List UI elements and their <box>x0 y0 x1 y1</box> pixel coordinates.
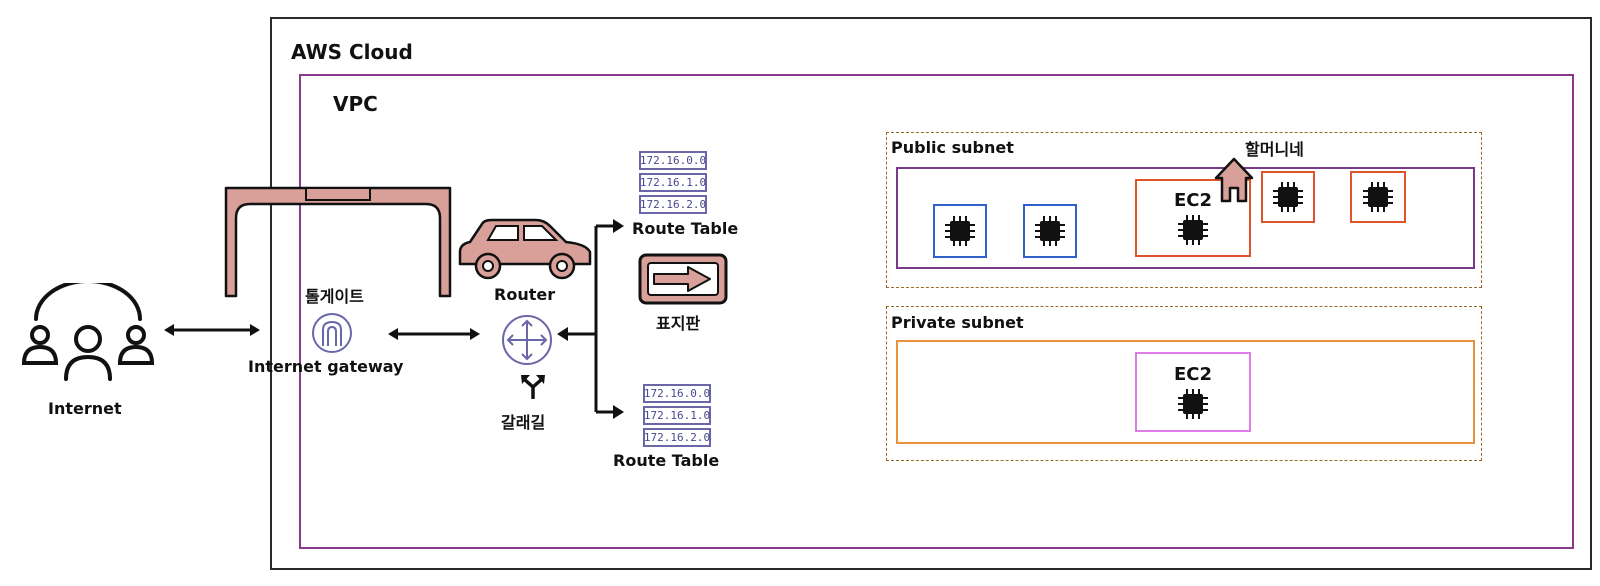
internet-gateway-label: Internet gateway <box>248 357 404 376</box>
route-table-entry: 172.16.2.0 <box>643 428 711 447</box>
ec2-label: EC2 <box>1173 189 1213 211</box>
internet-gateway-link-arrow <box>164 324 260 336</box>
route-table-entry: 172.16.1.0 <box>639 173 707 192</box>
ec2-label: EC2 <box>1173 363 1213 385</box>
ec2-instance-private[interactable]: EC2 <box>1135 352 1251 432</box>
instance-orange[interactable] <box>1261 171 1315 223</box>
router-icon <box>502 315 552 365</box>
chip-icon <box>1273 182 1303 212</box>
house-icon <box>1214 157 1254 203</box>
chip-icon <box>1178 388 1208 419</box>
toll-gate-label: 톨게이트 <box>305 287 364 306</box>
router-label: Router <box>494 285 556 304</box>
public-subnet-boundary <box>886 132 1482 288</box>
public-subnet-group <box>896 167 1475 269</box>
instance-orange[interactable] <box>1350 171 1406 223</box>
signpost-label: 표지판 <box>656 314 701 333</box>
internet-label: Internet <box>48 399 122 418</box>
chip-icon <box>1035 216 1065 246</box>
route-table-label: Route Table <box>632 219 739 238</box>
chip-icon <box>1363 182 1393 212</box>
arrow-sign-icon <box>638 253 728 305</box>
vpc-label: VPC <box>333 92 378 116</box>
aws-cloud-boundary <box>270 17 1592 570</box>
private-subnet-label: Private subnet <box>891 313 1024 332</box>
ec2-instance-public[interactable]: EC2 <box>1135 179 1251 257</box>
house-label: 할머니네 <box>1245 140 1304 159</box>
fork-road-label: 갈래길 <box>501 413 546 432</box>
chip-icon <box>1178 214 1208 245</box>
users-icon <box>21 283 155 381</box>
toll-gate-icon <box>224 186 452 298</box>
route-table-entry: 172.16.2.0 <box>639 195 707 214</box>
route-table-links-arrow <box>557 219 624 419</box>
public-subnet-label: Public subnet <box>891 138 1014 157</box>
route-table-entry: 172.16.0.0 <box>639 151 707 170</box>
fork-arrow-icon <box>521 375 545 399</box>
vpc-boundary <box>299 74 1574 549</box>
gateway-router-link-arrow <box>388 328 480 340</box>
aws-cloud-label: AWS Cloud <box>291 40 413 64</box>
internet-gateway-icon <box>312 313 352 353</box>
private-subnet-boundary <box>886 306 1482 461</box>
route-table-label: Route Table <box>613 451 720 470</box>
route-table-entry: 172.16.0.0 <box>643 384 711 403</box>
route-table-entry: 172.16.1.0 <box>643 406 711 425</box>
instance-blue[interactable] <box>1023 204 1077 258</box>
private-subnet-group <box>896 340 1475 444</box>
chip-icon <box>945 216 975 246</box>
instance-blue[interactable] <box>933 204 987 258</box>
car-icon <box>458 218 592 280</box>
